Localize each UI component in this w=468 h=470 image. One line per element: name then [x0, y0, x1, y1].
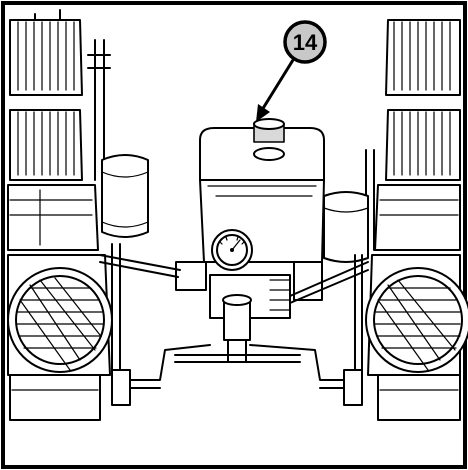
right-check-valve: [343, 369, 363, 406]
left-filter: [101, 154, 149, 238]
callout-number: 14: [293, 30, 318, 55]
right-head-fins-top: [385, 19, 461, 96]
callout-arrowhead: [256, 104, 270, 122]
right-filter: [323, 191, 369, 263]
pressure-gauge: [211, 229, 253, 271]
manifold: [175, 261, 291, 363]
right-pump: [365, 19, 468, 421]
left-check-valve: [111, 369, 131, 406]
callout-14: 14: [256, 20, 327, 122]
right-head-fins-bottom: [385, 109, 461, 181]
left-pump: [7, 9, 113, 421]
callout-badge: [283, 20, 327, 64]
callout-leader-line: [260, 59, 295, 111]
left-head-fins-top: [9, 9, 83, 96]
left-head-fins-bottom: [9, 109, 83, 181]
piping: [99, 243, 369, 389]
